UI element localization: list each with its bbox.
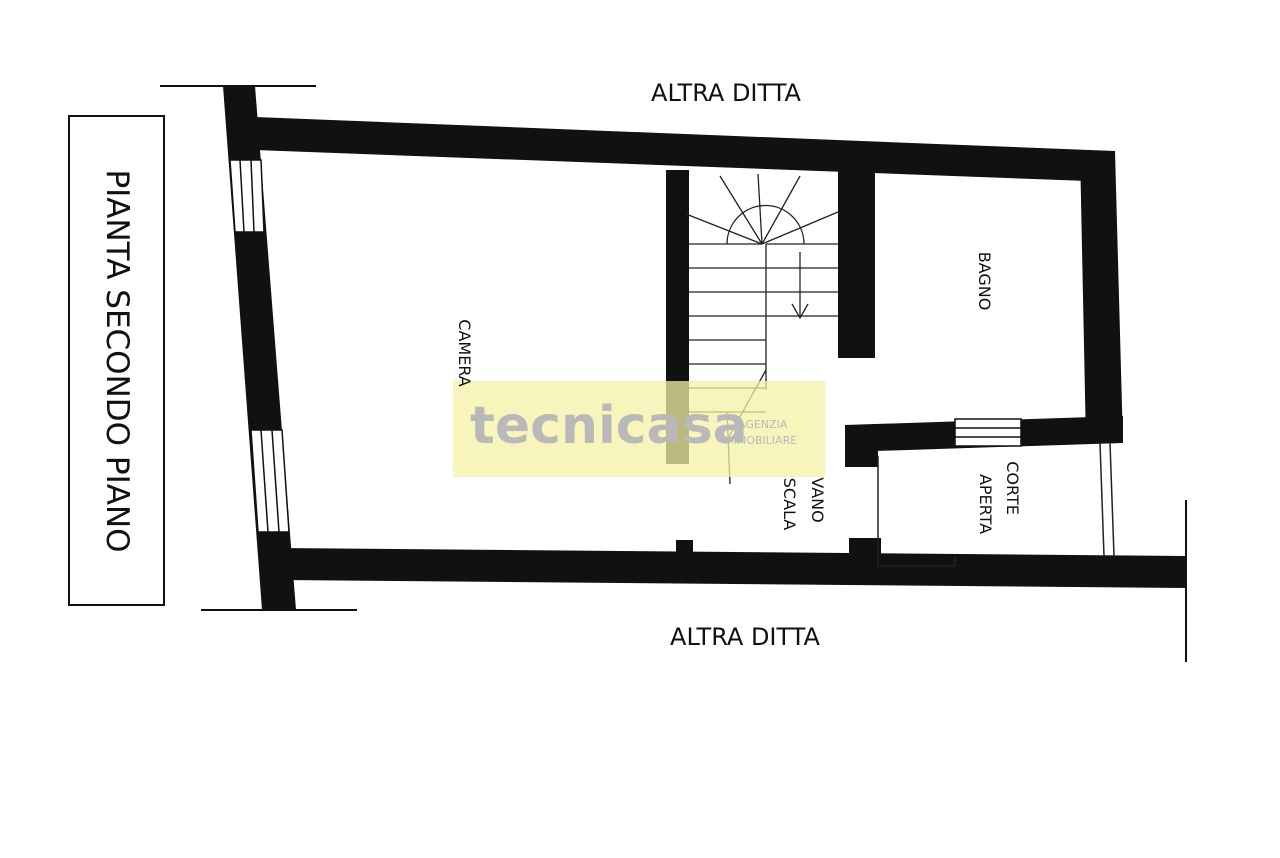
neighbor-bottom-label: ALTRA DITTA bbox=[670, 623, 820, 651]
wall-top bbox=[255, 117, 1115, 182]
wall-stub-vertical bbox=[845, 425, 878, 467]
watermark-brand: tecnicasa bbox=[470, 396, 748, 456]
courtyard-fence bbox=[877, 442, 1115, 567]
room-label-vano-scala-1: VANO bbox=[808, 477, 827, 522]
wall-stub-2 bbox=[849, 538, 881, 556]
window-left-upper bbox=[229, 159, 265, 233]
watermark-line1: AGENZIA bbox=[738, 418, 788, 431]
wall-bottom bbox=[278, 548, 1186, 588]
window-bath bbox=[954, 418, 1022, 447]
room-label-bagno: BAGNO bbox=[975, 252, 994, 311]
room-label-camera: CAMERA bbox=[455, 319, 474, 387]
walls bbox=[223, 86, 1186, 610]
room-label-vano-scala-2: SCALA bbox=[780, 478, 799, 531]
room-label-corte-1: CORTE bbox=[1003, 461, 1022, 515]
wall-right bbox=[1080, 151, 1123, 443]
wall-stair-right bbox=[838, 170, 875, 358]
plan-title: PIANTA SECONDO PIANO bbox=[99, 169, 135, 552]
neighbor-top-label: ALTRA DITTA bbox=[651, 79, 801, 107]
watermark-line2: IMMOBILIARE bbox=[724, 434, 797, 447]
wall-stub-1 bbox=[676, 540, 693, 554]
plan-title-box: PIANTA SECONDO PIANO bbox=[68, 115, 165, 606]
watermark: tecnicasa AGENZIA IMMOBILIARE bbox=[453, 381, 825, 477]
windows bbox=[229, 159, 1022, 533]
watermark-background bbox=[453, 381, 825, 477]
window-left-lower bbox=[250, 429, 290, 533]
room-label-corte-2: APERTA bbox=[976, 474, 995, 534]
